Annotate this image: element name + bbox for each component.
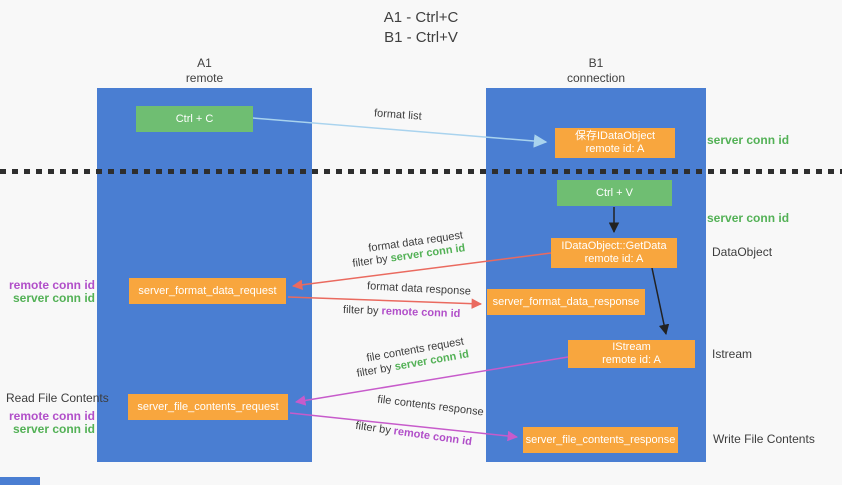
node-save-dataobject-line2: remote id: A	[585, 143, 645, 155]
annotation-dataobject: DataObject	[712, 245, 773, 259]
arrow-format-data-response	[287, 296, 483, 309]
arrow-getdata-to-istream	[651, 267, 670, 336]
node-ctrl-c: Ctrl + C	[136, 106, 253, 132]
annotation-read-file-contents: Read File Contents	[6, 391, 109, 405]
diagram-title: A1 - Ctrl+C B1 - Ctrl+V	[0, 8, 842, 48]
node-server-format-data-response-label: server_format_data_response	[492, 296, 640, 308]
lane-right-name: B1	[588, 56, 604, 70]
annotation-server-conn-id-top: server conn id	[707, 133, 790, 147]
node-getdata-line1: IDataObject::GetData	[561, 240, 667, 252]
lane-right-subtitle: connection	[566, 71, 626, 85]
filter-prefix-2: filter by	[342, 303, 382, 318]
node-ctrl-v-label: Ctrl + V	[596, 187, 633, 199]
node-istream-line1: IStream	[612, 341, 651, 353]
node-server-file-contents-request: server_file_contents_request	[128, 394, 288, 420]
node-getdata-line2: remote id: A	[584, 253, 644, 265]
node-istream-line2: remote id: A	[602, 354, 661, 366]
lane-left-subtitle: remote	[185, 71, 224, 85]
arrow-file-contents-request	[294, 356, 569, 406]
annotation-conn-ids-2: remote conn id server conn id	[0, 410, 95, 436]
title-line1: A1 - Ctrl+C	[383, 9, 459, 26]
lane-left-name: A1	[197, 56, 212, 70]
node-server-file-contents-response: server_file_contents_response	[523, 427, 678, 453]
lane-header-left: A1 remote	[97, 56, 312, 86]
arrow-format-data-request	[291, 252, 552, 291]
title-line2: B1 - Ctrl+V	[384, 29, 458, 46]
bottom-edge-artifact	[0, 477, 40, 485]
node-getdata: IDataObject::GetData remote id: A	[551, 238, 677, 268]
node-istream: IStream remote id: A	[568, 340, 695, 368]
remote-conn-id-2: remote conn id	[8, 409, 95, 423]
node-server-format-data-response: server_format_data_response	[487, 289, 645, 315]
annotation-conn-ids-1: remote conn id server conn id	[0, 279, 95, 305]
node-save-dataobject: 保存IDataObject remote id: A	[555, 128, 675, 158]
arrow-format-list	[252, 117, 548, 148]
remote-conn-id-1: remote conn id	[8, 278, 95, 292]
node-server-file-contents-response-label: server_file_contents_response	[525, 434, 676, 446]
server-conn-id-1: server conn id	[12, 291, 95, 305]
node-server-format-data-request-label: server_format_data_request	[138, 285, 277, 297]
lane-header-right: B1 connection	[486, 56, 706, 86]
node-save-dataobject-line1: 保存IDataObject	[574, 130, 656, 142]
annotation-write-file-contents: Write File Contents	[713, 432, 815, 446]
node-ctrl-v: Ctrl + V	[557, 180, 672, 206]
annotation-server-conn-id-mid: server conn id	[707, 211, 790, 225]
arrow-file-contents-response	[289, 412, 519, 442]
node-ctrl-c-label: Ctrl + C	[175, 113, 214, 125]
annotation-istream: Istream	[712, 347, 753, 361]
node-server-format-data-request: server_format_data_request	[129, 278, 286, 304]
dotted-separator	[0, 169, 842, 174]
server-conn-id-2: server conn id	[12, 422, 95, 436]
node-server-file-contents-request-label: server_file_contents_request	[137, 401, 279, 413]
